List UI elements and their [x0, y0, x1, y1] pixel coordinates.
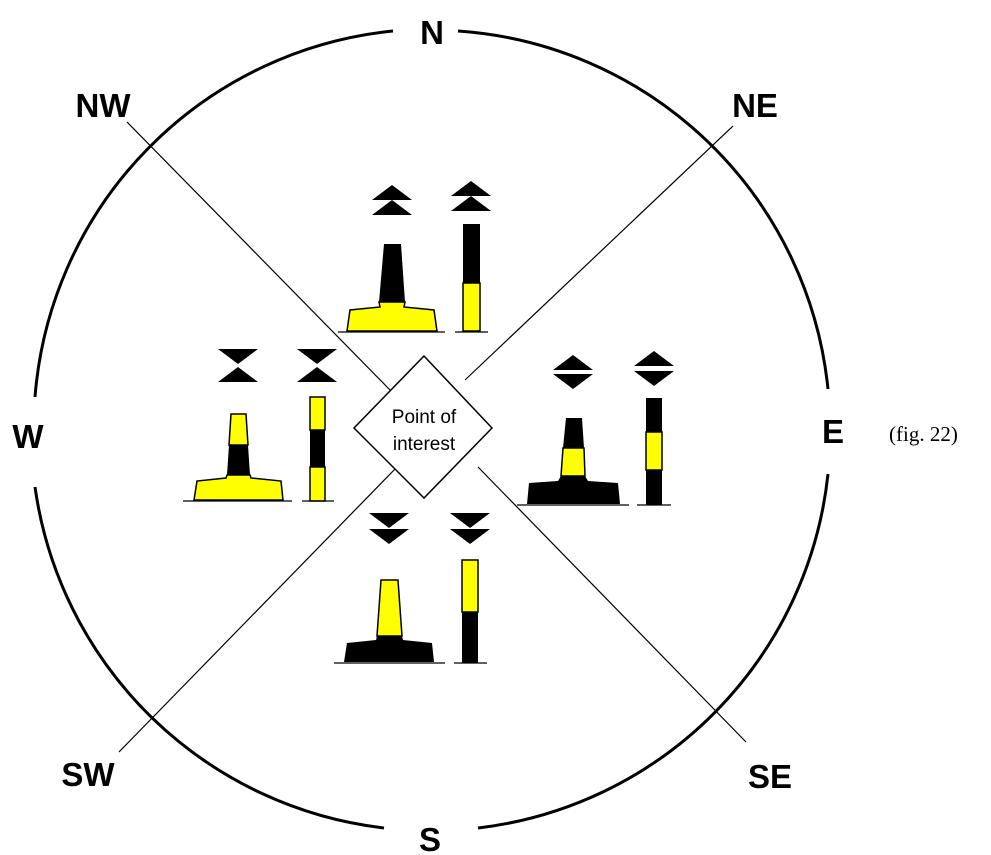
point-of-interest: Point of interest: [352, 354, 494, 500]
south-spar-yellow: [461, 559, 479, 613]
south-cardinal-marks: [334, 513, 490, 664]
east-topmark-buoy: [553, 355, 593, 389]
west-topmark-spar: [297, 349, 337, 382]
label-sw: SW: [61, 756, 115, 793]
north-topmark-buoy: [372, 185, 412, 215]
south-topmark-buoy: [369, 513, 409, 544]
label-ne: NE: [732, 87, 778, 124]
south-buoy-base-black: [344, 636, 434, 662]
compass-arc-e-s: [477, 473, 830, 830]
sw-diagonal-line: [118, 466, 398, 753]
figure-caption: (fig. 22): [889, 422, 958, 446]
south-buoy-body-yellow: [376, 579, 403, 637]
label-nw: NW: [76, 87, 132, 124]
north-cardinal-marks: [338, 181, 491, 333]
east-buoy-base-black: [527, 476, 620, 504]
north-spar-black: [463, 224, 480, 283]
label-se: SE: [748, 758, 792, 795]
poi-label-line1: Point of: [392, 407, 457, 428]
north-topmark-spar: [451, 181, 491, 211]
north-buoy-body-yellow: [346, 301, 438, 332]
ne-diagonal-line: [464, 125, 734, 381]
nw-diagonal-line: [126, 121, 393, 393]
diagonal-lines: [118, 121, 747, 753]
west-buoy-band-black: [227, 445, 250, 475]
west-buoy-top-yellow: [228, 413, 249, 446]
east-topmark-spar: [634, 351, 674, 386]
label-w: W: [12, 418, 44, 455]
se-diagonal-line: [477, 466, 747, 743]
compass-arc-n-e: [457, 29, 830, 390]
north-buoy-body-black: [379, 244, 405, 302]
south-spar-black: [462, 612, 478, 663]
poi-diamond: [352, 354, 494, 500]
east-spar-black-top: [646, 398, 662, 432]
south-topmark-spar: [450, 513, 490, 544]
west-cardinal-marks: [183, 349, 337, 502]
east-buoy-top-black: [563, 418, 584, 448]
east-spar-yellow-band: [645, 431, 663, 471]
compass-arc-s-w: [33, 486, 385, 830]
west-buoy-base-yellow: [193, 474, 284, 501]
west-spar-black-band: [310, 430, 325, 467]
label-n: N: [420, 14, 444, 51]
east-cardinal-marks: [517, 351, 674, 506]
direction-labels: N NE E SE S SW W NW: [12, 14, 844, 855]
north-spar-yellow: [462, 282, 481, 332]
west-spar-yellow-bottom: [309, 466, 326, 502]
label-e: E: [822, 413, 844, 450]
compass-circle: [33, 29, 830, 830]
west-topmark-buoy: [218, 349, 258, 382]
compass-arc-w-n: [33, 29, 394, 398]
label-s: S: [419, 821, 441, 855]
west-spar-yellow-top: [309, 396, 326, 431]
east-spar-black-bottom: [646, 470, 662, 505]
east-buoy-band-yellow: [560, 447, 586, 477]
poi-label-line2: interest: [393, 434, 456, 455]
